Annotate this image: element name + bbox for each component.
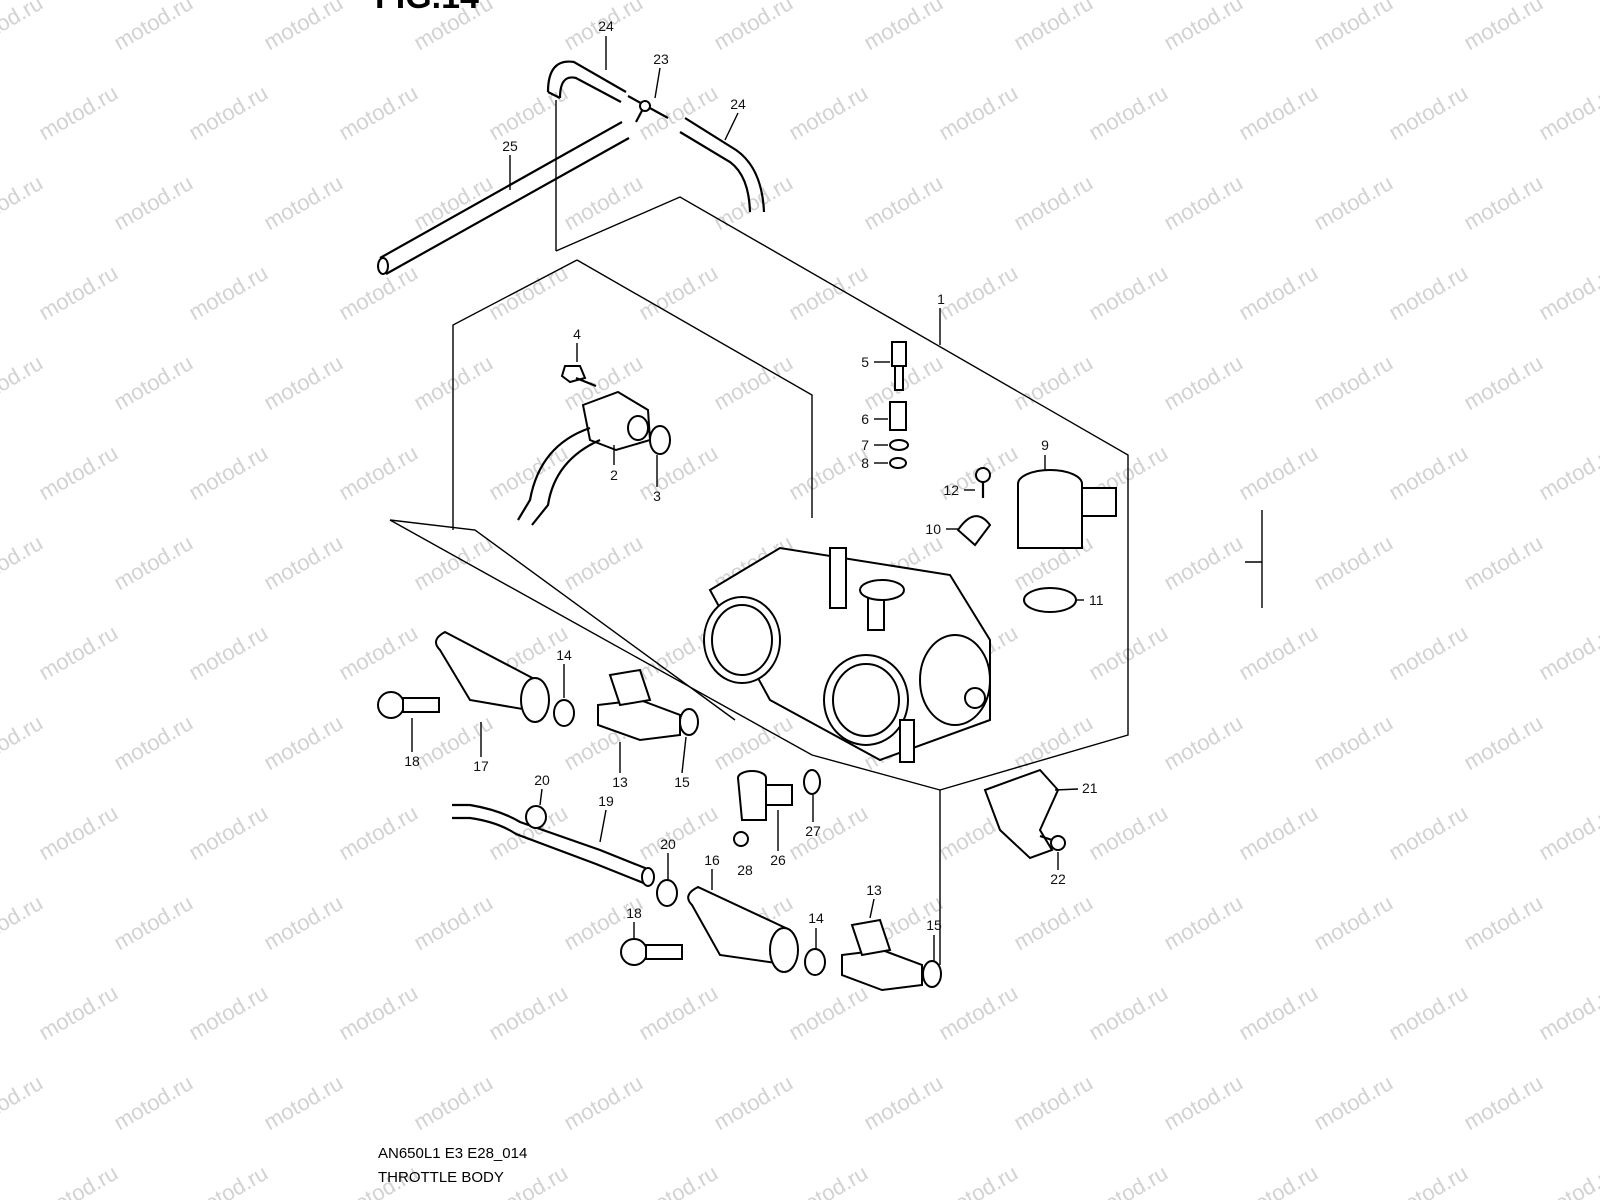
callout-27: 27 [805,823,821,839]
washer-7 [889,439,909,451]
callout-24: 24 [730,96,746,112]
bracket-21 [983,768,1060,860]
callout-14: 14 [808,910,824,926]
diagram-name: THROTTLE BODY [378,1169,504,1186]
callout-11: 11 [1089,592,1104,608]
callout-20: 20 [534,772,550,788]
screw-18-b [620,938,683,966]
o-ring-14-b [804,948,826,976]
callout-28: 28 [737,862,753,878]
o-ring-27 [803,769,821,795]
callout-20: 20 [660,836,676,852]
callout-9: 9 [1041,437,1049,453]
o-ring-3 [649,425,671,455]
callout-10: 10 [925,521,941,537]
callout-13: 13 [866,882,882,898]
callout-5: 5 [861,354,869,370]
callout-16: 16 [704,852,720,868]
screw-18 [377,691,440,719]
callout-18: 18 [626,905,642,921]
injector-13 [597,668,681,742]
callout-6: 6 [861,411,869,427]
o-ring-14 [553,699,575,727]
isc-valve-9 [1017,469,1117,549]
spring-6 [889,401,907,431]
callout-24: 24 [598,18,614,34]
callout-21: 21 [1082,780,1098,796]
callout-17: 17 [473,758,489,774]
bolt-4 [560,365,597,388]
o-ring-20 [525,805,547,829]
joint-26 [737,770,793,821]
callout-1: 1 [937,291,945,307]
plate-10 [956,515,992,547]
callout-7: 7 [861,437,869,453]
callout-15: 15 [674,774,690,790]
screw-12 [975,467,991,498]
o-ring-15 [679,708,699,736]
callout-26: 26 [770,852,786,868]
adjust-screw-5 [891,341,907,391]
assembly-outline [389,100,1263,965]
callout-12: 12 [943,482,959,498]
drain-hose-25 [377,121,630,275]
o-ring-11 [1023,587,1077,613]
callout-19: 19 [598,793,614,809]
callout-22: 22 [1050,871,1066,887]
diagram-code: AN650L1 E3 E28_014 [378,1145,528,1162]
callout-23: 23 [653,51,669,67]
injector-13-b [841,918,923,992]
o-ring-20-b [656,879,678,907]
callout-18: 18 [404,753,420,769]
callout-14: 14 [556,647,572,663]
vent-hose-24-b [679,117,766,213]
callout-8: 8 [861,455,869,471]
injector-cap-16 [687,885,799,973]
leader-lines [411,36,1084,962]
o-ring-8 [889,457,907,469]
figure-title: FIG.14 [375,0,479,17]
callout-4: 4 [573,326,581,342]
callout-2: 2 [610,467,618,483]
bolt-22 [1039,834,1066,851]
vent-hose-24 [546,60,627,103]
t-joint-23 [627,95,669,123]
callouts: 24 23 24 25 1 4 2 3 5 6 7 8 9 12 10 11 1… [404,18,1104,933]
injector-cap-17 [435,630,550,723]
tp-sensor-2 [517,390,652,526]
callout-25: 25 [502,138,518,154]
fuel-pipe-19 [452,803,655,887]
o-ring-15-b [922,960,942,988]
callout-13: 13 [612,774,628,790]
screw-28 [733,831,749,847]
callout-15: 15 [926,917,942,933]
callout-3: 3 [653,488,661,504]
throttle-body-1 [703,546,991,763]
